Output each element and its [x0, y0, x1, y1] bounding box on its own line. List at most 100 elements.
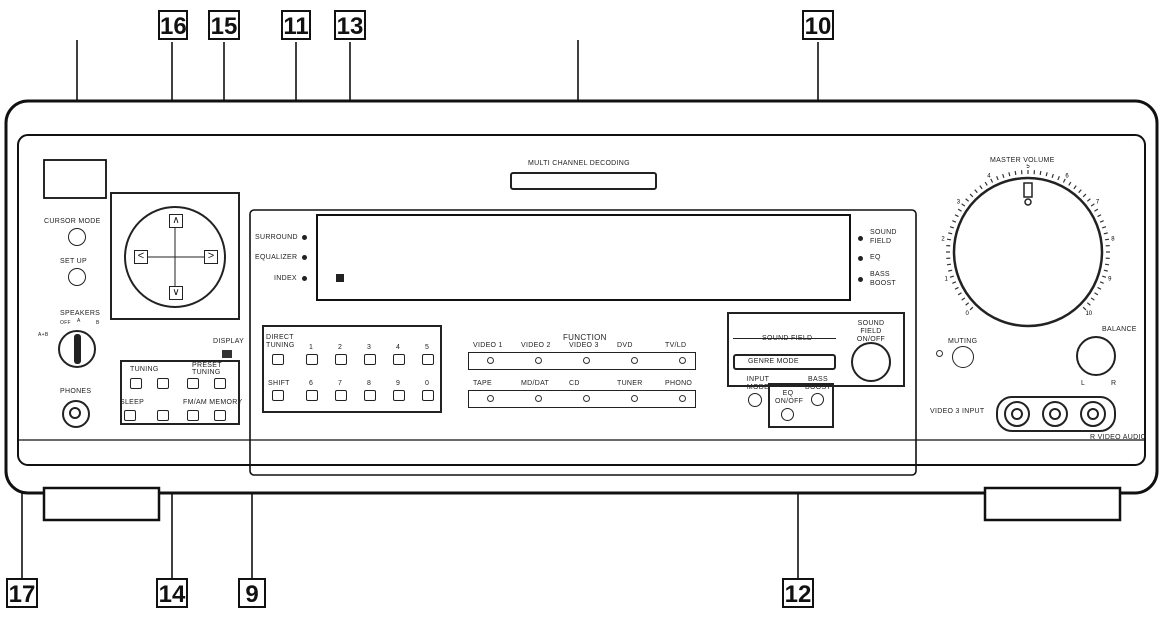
number-key-label: 8 [367, 380, 372, 387]
sound-field-line [733, 338, 836, 339]
display-button[interactable] [222, 350, 232, 358]
number-key-button[interactable] [422, 354, 434, 365]
muting-button[interactable] [952, 346, 974, 368]
speakers-ab-label: A+B [38, 332, 49, 338]
video3-input-panel [996, 396, 1116, 432]
number-key-button[interactable] [306, 354, 318, 365]
number-key-button[interactable] [306, 390, 318, 401]
memory-button[interactable] [187, 410, 199, 421]
tuning-down-button[interactable] [130, 378, 142, 389]
balance-knob[interactable] [1076, 336, 1116, 376]
fm-am-button[interactable] [157, 410, 169, 421]
number-key-button[interactable] [364, 390, 376, 401]
volume-scale-label: 9 [1108, 277, 1112, 283]
cursor-pad [124, 206, 226, 308]
volume-tick [1073, 185, 1077, 190]
volume-tick [1057, 176, 1060, 181]
callout-15: 15 [208, 10, 240, 40]
video-jack[interactable] [1004, 401, 1030, 427]
function-select-button[interactable] [679, 395, 686, 402]
function-label: FUNCTION [563, 333, 607, 342]
sleep-button[interactable] [124, 410, 136, 421]
function-select-button[interactable] [679, 357, 686, 364]
input-mode-label: INPUT MODE [746, 376, 770, 391]
volume-tick [1103, 269, 1108, 272]
shift-button[interactable] [272, 390, 284, 401]
number-key-button[interactable] [393, 354, 405, 365]
cursor-up-button[interactable]: ∧ [169, 214, 183, 228]
volume-tick [1099, 220, 1104, 223]
volume-tick [974, 189, 978, 194]
direct-tuning-button[interactable] [272, 354, 284, 365]
volume-scale-label: 1 [945, 277, 949, 283]
function-select-button[interactable] [631, 395, 638, 402]
volume-scale-label: 7 [1096, 199, 1100, 205]
sound-field-onoff-label: SOUND FIELD ON/OFF [856, 320, 886, 343]
phones-label: PHONES [60, 388, 92, 395]
callout-9: 9 [238, 578, 266, 608]
function-select-button[interactable] [583, 395, 590, 402]
volume-tick [949, 275, 955, 278]
volume-tick [1090, 297, 1095, 301]
number-key-button[interactable] [364, 354, 376, 365]
volume-tick [965, 198, 970, 202]
index-indicator-label: INDEX [274, 275, 297, 282]
cursor-left-button[interactable]: < [134, 250, 148, 264]
cursor-mode-button[interactable] [68, 228, 86, 246]
volume-tick [1014, 170, 1017, 176]
speakers-selector-knob[interactable] [58, 330, 96, 368]
volume-tick [1094, 208, 1099, 212]
volume-tick [1101, 275, 1107, 278]
volume-tick [952, 281, 957, 284]
genre-mode-button[interactable] [733, 354, 836, 370]
bass-boost-button[interactable] [811, 393, 824, 406]
function-select-button[interactable] [487, 357, 494, 364]
index-indicator [302, 276, 307, 281]
number-key-button[interactable] [335, 354, 347, 365]
audio-right-jack[interactable] [1080, 401, 1106, 427]
tuning-up-button[interactable] [157, 378, 169, 389]
input-mode-button[interactable] [748, 393, 762, 407]
balance-label: BALANCE [1102, 326, 1137, 333]
surround-indicator [302, 235, 307, 240]
function-select-button[interactable] [487, 395, 494, 402]
speakers-label: SPEAKERS [60, 310, 101, 317]
volume-tick [1104, 238, 1110, 241]
volume-tick [1082, 306, 1087, 311]
cursor-right-button[interactable]: > [204, 250, 218, 264]
cursor-down-button[interactable]: ∨ [169, 286, 183, 300]
sound-field-indicator [858, 236, 863, 241]
volume-tick [1097, 214, 1102, 218]
function-select-button[interactable] [583, 357, 590, 364]
preset-tuning-up-button[interactable] [214, 378, 226, 389]
number-key-label: 5 [425, 344, 430, 351]
volume-tick [979, 185, 983, 190]
volume-tick [1104, 263, 1110, 266]
volume-tick [1086, 198, 1091, 202]
volume-tick [990, 178, 994, 183]
volume-tick [1082, 193, 1087, 198]
number-key-button[interactable] [393, 390, 405, 401]
audio-left-jack[interactable] [1042, 401, 1068, 427]
eq-onoff-button[interactable] [781, 408, 794, 421]
sound-field-onoff-knob[interactable] [851, 342, 891, 382]
volume-tick [1103, 232, 1108, 235]
function-select-button[interactable] [535, 357, 542, 364]
function-label-item: TV/LD [665, 342, 687, 349]
shift-label: SHIFT [268, 380, 290, 387]
volume-tick [996, 176, 999, 181]
number-key-label: 7 [338, 380, 343, 387]
fm-mode-button[interactable] [214, 410, 226, 421]
number-key-button[interactable] [422, 390, 434, 401]
callout-12: 12 [782, 578, 814, 608]
callout-17: 17 [6, 578, 38, 608]
volume-tick [969, 306, 974, 311]
function-select-button[interactable] [535, 395, 542, 402]
number-key-button[interactable] [335, 390, 347, 401]
phones-jack[interactable] [62, 400, 90, 428]
set-up-button[interactable] [68, 268, 86, 286]
function-select-button[interactable] [631, 357, 638, 364]
function-label-item: TAPE [473, 380, 492, 387]
preset-tuning-down-button[interactable] [187, 378, 199, 389]
